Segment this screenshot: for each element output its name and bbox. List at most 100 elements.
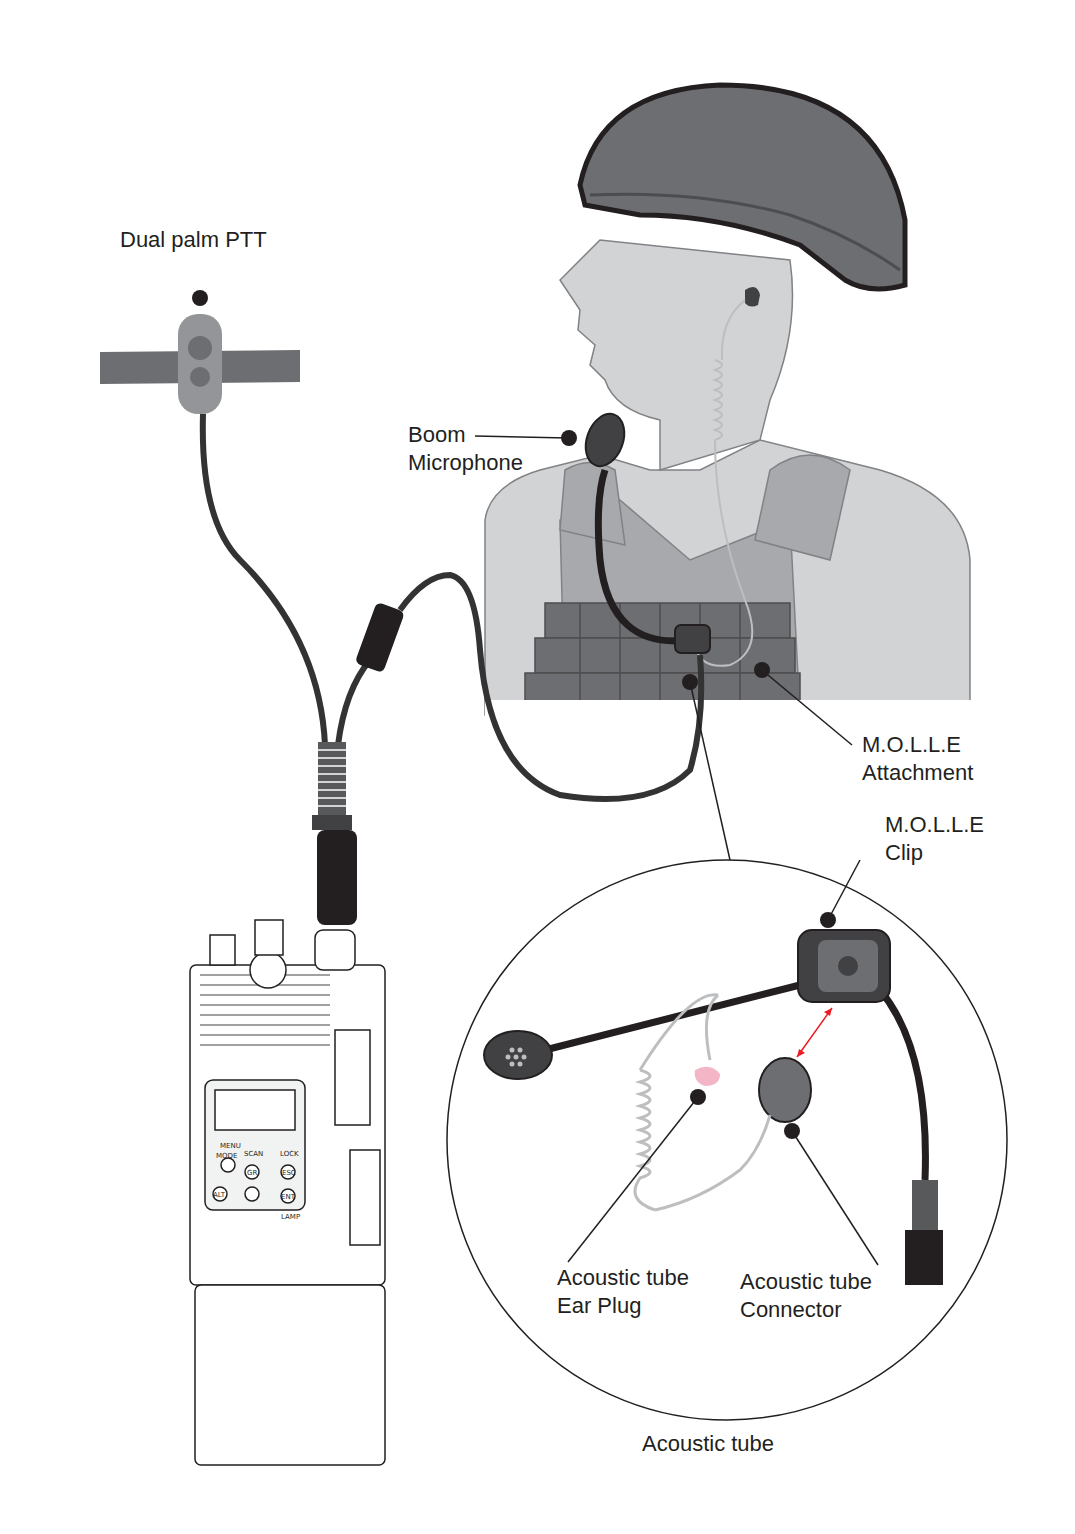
spring (318, 750, 346, 806)
cables (203, 414, 701, 799)
leader-line (828, 860, 860, 920)
leader-line (568, 1097, 698, 1262)
cutoff (485, 700, 975, 720)
knob (210, 935, 235, 965)
button-label: MODE (216, 1152, 237, 1160)
part-label: Acoustic tube Ear Plug (557, 1264, 722, 1320)
leader-line (690, 682, 730, 860)
part-label: M.O.L.L.E Clip (885, 811, 1000, 867)
hole (522, 1055, 527, 1060)
boom (598, 470, 690, 641)
ptt-button (188, 336, 212, 360)
callout-dot (192, 290, 208, 306)
coil (635, 995, 718, 1210)
molle-panel (525, 603, 800, 715)
helmet-shell (580, 85, 905, 289)
mic-puck (579, 408, 631, 471)
callout-dot (690, 1089, 706, 1105)
torso (485, 440, 970, 715)
cable (880, 990, 925, 1180)
ptt-cable (203, 414, 325, 745)
ptt-button (190, 367, 210, 387)
button-label: SCAN (244, 1150, 263, 1158)
side-label (335, 1030, 370, 1125)
strain-relief (318, 742, 346, 817)
helmet-rim (590, 194, 900, 270)
buttons (213, 1158, 295, 1203)
hole (506, 1055, 511, 1060)
inset (447, 860, 1007, 1420)
soldier-body (485, 440, 975, 720)
button-label: ESC (282, 1169, 296, 1177)
molle-seams (580, 603, 740, 715)
part-label: M.O.L.L.E Attachment (862, 731, 997, 787)
mic-holes (506, 1048, 527, 1067)
leader-line (475, 436, 568, 438)
button (245, 1165, 259, 1179)
acoustic-tube (695, 300, 752, 666)
antenna-port (255, 920, 283, 955)
button-label: LOCK (280, 1150, 299, 1158)
button-label: LAMP (281, 1213, 300, 1221)
hole (514, 1055, 519, 1060)
callout-dot (784, 1123, 800, 1139)
helmet (580, 85, 905, 289)
plug (317, 830, 357, 925)
button (281, 1189, 295, 1203)
red-arrow-heads (797, 1008, 832, 1057)
button-label: ALT (213, 1191, 225, 1199)
part-label: Acoustic tube Connector (740, 1268, 910, 1324)
vest-strap (560, 463, 625, 546)
leader-line (792, 1131, 878, 1265)
ptt (100, 314, 300, 414)
button (221, 1158, 235, 1172)
tube (706, 995, 718, 1060)
leader-line (762, 670, 852, 745)
tube-connector (759, 1058, 811, 1122)
vest-strap (755, 455, 850, 560)
audio-port (315, 930, 355, 970)
callout-dot (754, 662, 770, 678)
clip-face (818, 940, 878, 992)
button (245, 1187, 259, 1201)
callout-dot (561, 430, 577, 446)
boom (545, 985, 800, 1050)
part-label: Acoustic tube (642, 1430, 842, 1458)
part-label: Boom Microphone (408, 421, 548, 477)
dots (192, 290, 836, 1139)
leaders (475, 436, 878, 1265)
button (281, 1165, 295, 1179)
battery (195, 1285, 385, 1465)
plug (905, 1230, 943, 1285)
molle-clip (798, 930, 890, 1002)
hole (518, 1048, 523, 1053)
ear-plug (695, 1067, 720, 1086)
hole (510, 1062, 515, 1067)
red-arrow-line (797, 1008, 832, 1057)
inset-circle (447, 860, 1007, 1420)
part-label: Dual palm PTT (120, 226, 300, 254)
callout-dot (682, 674, 698, 690)
boom-microphone (579, 408, 710, 653)
tube (722, 300, 745, 360)
ear-plug (745, 287, 760, 307)
callout-dot (820, 912, 836, 928)
cable (338, 660, 370, 745)
clip-socket (838, 956, 858, 976)
button-label: GR (247, 1169, 257, 1177)
display (215, 1090, 295, 1130)
molle-clip (675, 625, 710, 653)
button-label: ENT (281, 1193, 295, 1201)
nut (312, 815, 352, 830)
side-connector (350, 1150, 380, 1245)
ferrite (355, 602, 405, 673)
hole (518, 1062, 523, 1067)
headset-cable (400, 575, 701, 799)
cable-connector (312, 742, 357, 925)
button-label: MENU (220, 1142, 241, 1150)
front-panel (205, 1080, 305, 1210)
hole (510, 1048, 515, 1053)
spring (912, 1180, 938, 1230)
channel-knob (250, 952, 286, 988)
